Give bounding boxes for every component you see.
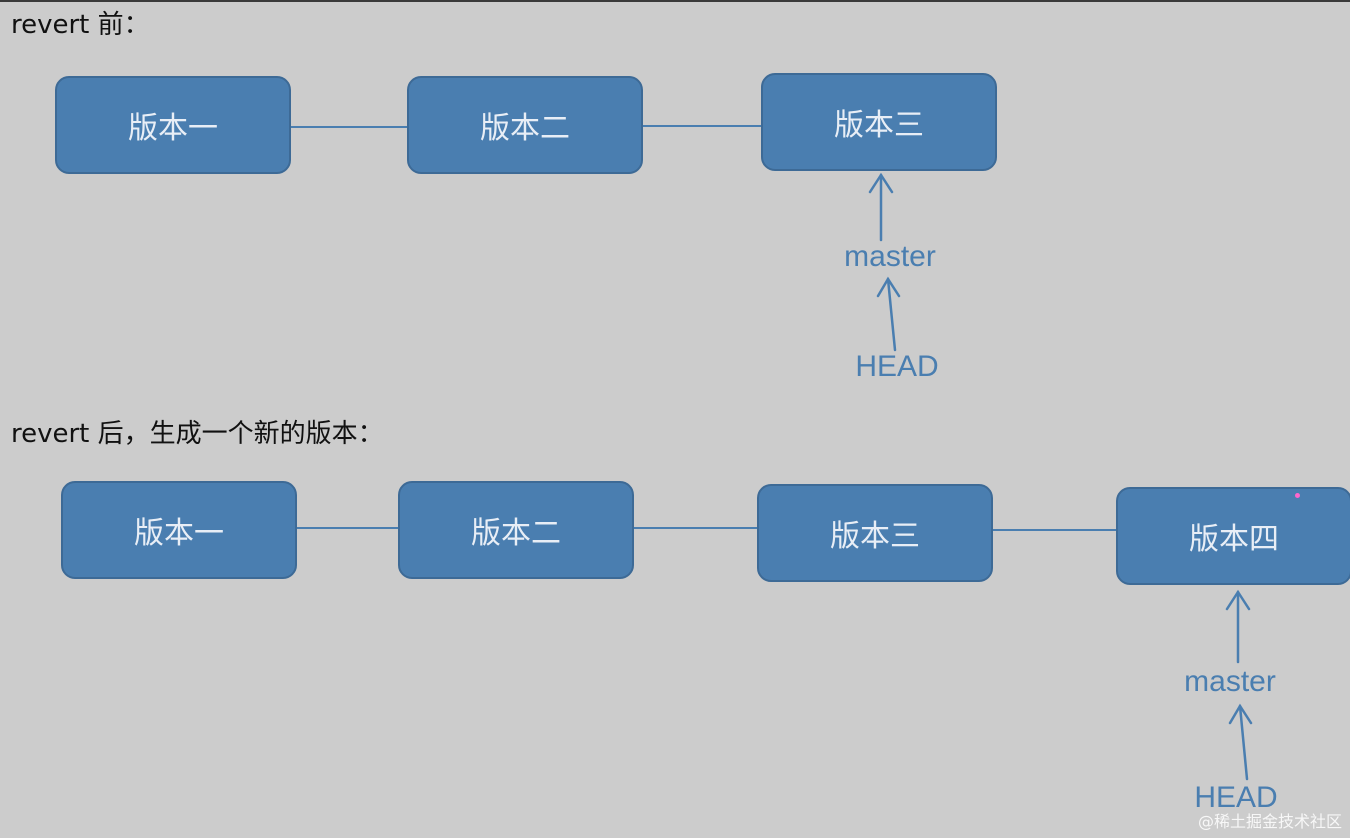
after-master-label: master [1184,665,1276,698]
top-border [0,0,1350,2]
before-master-label: master [844,240,936,273]
after-arrow-head-to-master [1228,703,1253,781]
after-node-version-4: 版本四 [1116,487,1350,585]
before-node-version-1: 版本一 [55,76,291,174]
after-edge-3-4 [993,529,1117,531]
after-node-version-1: 版本一 [61,481,297,579]
after-edge-2-3 [634,527,758,529]
after-head-label: HEAD [1194,781,1278,814]
watermark: @稀土掘金技术社区 [1197,812,1342,831]
before-node-version-2: 版本二 [407,76,643,174]
after-heading: revert 后，生成一个新的版本： [11,419,384,449]
before-arrow-head-to-master [876,276,901,352]
after-node-version-2: 版本二 [398,481,634,579]
pink-dot [1295,493,1300,498]
before-heading: revert 前： [11,10,150,40]
before-arrow-master-to-v3 [868,172,894,242]
before-head-label: HEAD [855,350,939,383]
before-node-version-3: 版本三 [761,73,997,171]
after-edge-1-2 [297,527,399,529]
before-edge-1-2 [291,126,408,128]
after-node-version-3: 版本三 [757,484,993,582]
before-edge-2-3 [643,125,762,127]
after-arrow-master-to-v4 [1225,589,1251,664]
